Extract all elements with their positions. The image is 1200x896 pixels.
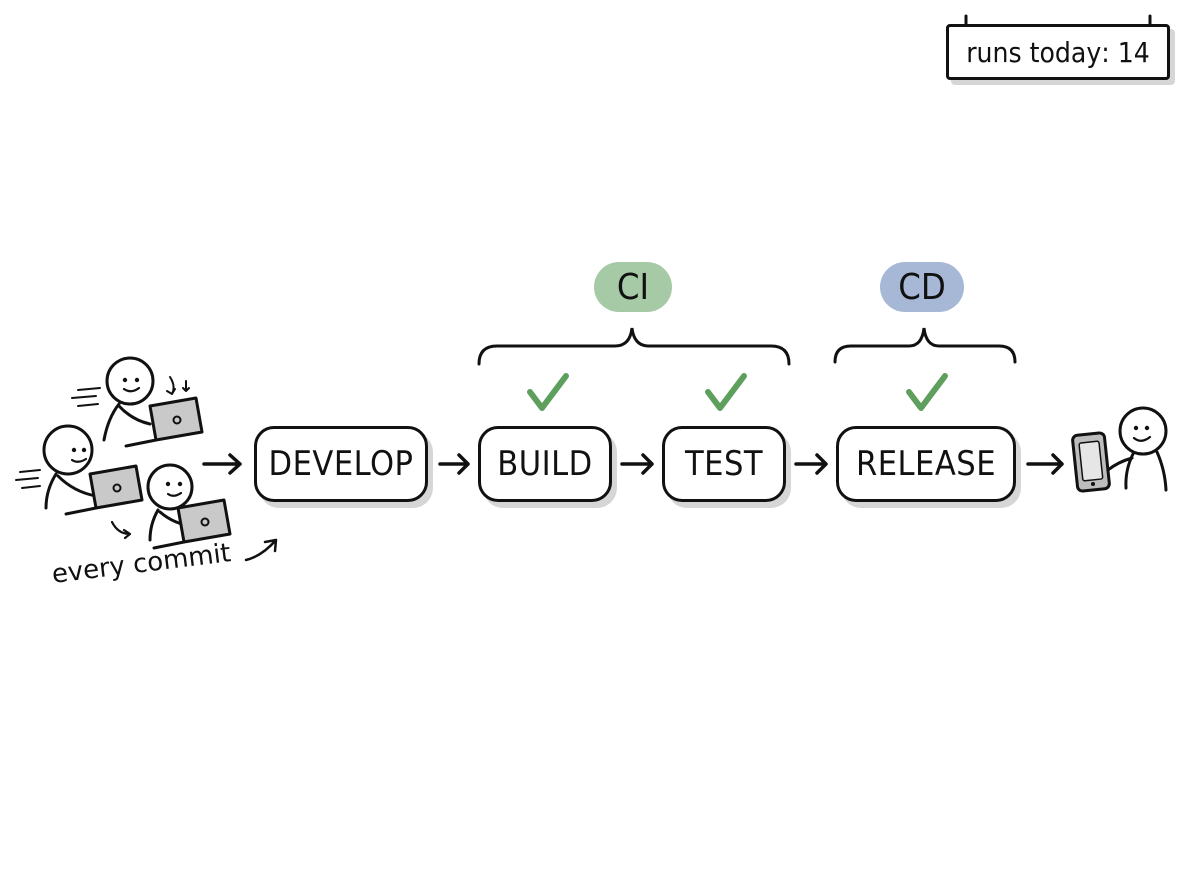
runs-counter-value: 14 — [1117, 35, 1150, 69]
stage-build: BUILD — [478, 426, 612, 502]
user-icon — [1106, 406, 1168, 492]
stage-test: TEST — [662, 426, 786, 502]
arrow-icon — [244, 538, 278, 562]
stage-develop-label: DEVELOP — [268, 444, 414, 484]
stage-release: RELEASE — [836, 426, 1016, 502]
phone-icon — [1071, 431, 1111, 493]
arrow-icon — [1026, 453, 1064, 475]
check-icon — [527, 373, 569, 411]
runs-counter: runs today: 14 — [946, 24, 1170, 80]
check-marks — [527, 373, 948, 411]
stage-test-label: TEST — [684, 444, 764, 484]
developer-icon — [110, 463, 194, 542]
arrow-icon — [438, 453, 470, 475]
arrow-icon — [202, 453, 242, 475]
check-icon — [906, 373, 948, 411]
stage-develop: DEVELOP — [254, 426, 428, 502]
cd-label: CD — [898, 266, 946, 308]
check-icon — [705, 373, 747, 411]
brace-icon — [833, 327, 1017, 364]
arrow-icon — [794, 453, 828, 475]
developer-group — [15, 356, 278, 562]
runs-counter-label: runs today — [966, 35, 1102, 69]
cd-group-label: CD — [880, 262, 964, 312]
brace-icon — [477, 327, 791, 366]
developer-icon — [15, 424, 98, 510]
stage-release-label: RELEASE — [855, 444, 997, 484]
stage-build-label: BUILD — [497, 444, 593, 484]
ci-label: CI — [616, 266, 650, 308]
end-user — [1071, 406, 1168, 493]
arrow-icon — [620, 453, 654, 475]
flow-arrows — [202, 453, 1064, 475]
developer-icon — [71, 356, 190, 442]
ci-group-label: CI — [594, 262, 672, 312]
runs-counter-separator: : — [1101, 35, 1118, 69]
laptop-icon — [124, 396, 204, 448]
